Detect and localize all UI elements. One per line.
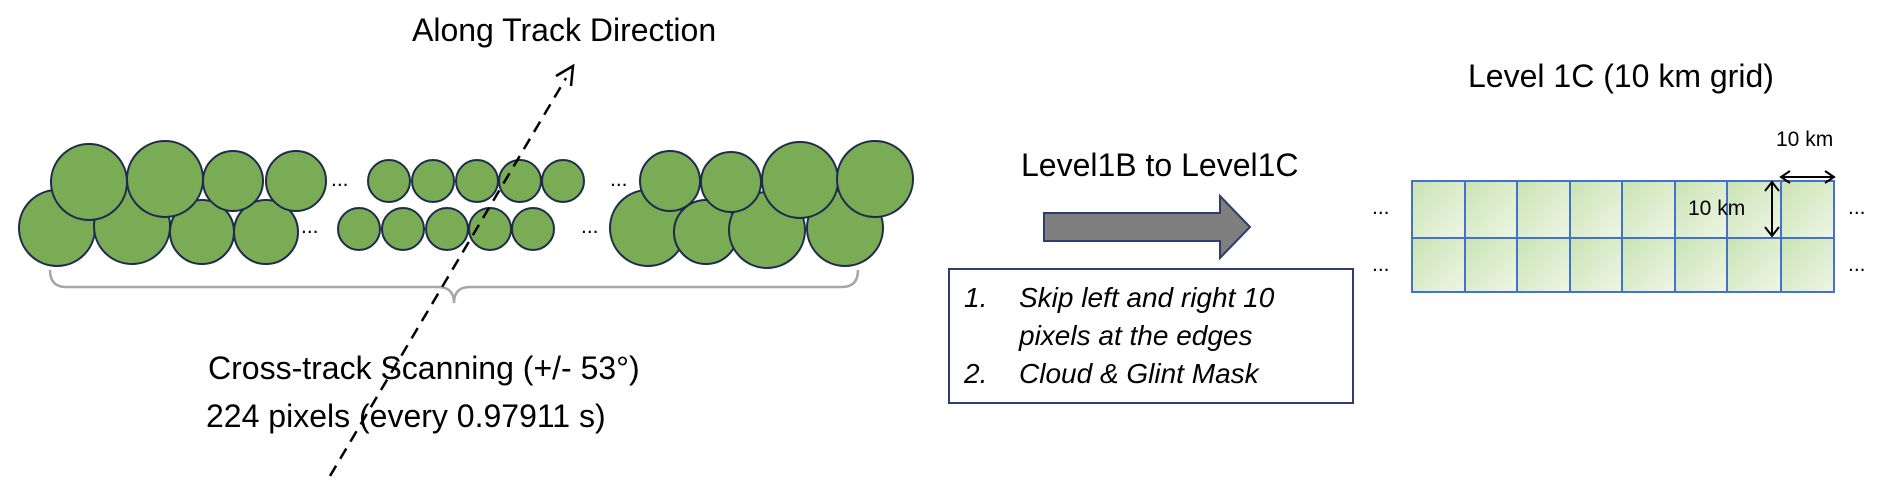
grid-title: Level 1C (10 km grid) bbox=[1468, 58, 1774, 94]
processing-steps-box: 1. Skip left and right 10 pixels at the … bbox=[948, 268, 1354, 404]
footprint-circle bbox=[411, 159, 455, 203]
ellipsis-top-1: ... bbox=[331, 168, 349, 191]
grid-cell bbox=[1726, 237, 1782, 293]
footprint-circle bbox=[381, 207, 425, 251]
grid-cell bbox=[1516, 237, 1571, 293]
cross-track-label: Cross-track Scanning (+/- 53°) bbox=[208, 350, 640, 386]
ellipsis-bottom-1: ... bbox=[301, 215, 319, 238]
footprint-circle bbox=[425, 207, 469, 251]
conversion-label: Level1B to Level1C bbox=[1021, 147, 1299, 183]
pixel-count-label: 224 pixels (every 0.97911 s) bbox=[206, 398, 606, 434]
along-track-arrow bbox=[328, 77, 568, 477]
footprint-circle bbox=[337, 207, 381, 251]
footprint-circle bbox=[541, 159, 585, 203]
along-track-arrowhead bbox=[555, 63, 575, 87]
conversion-arrow bbox=[1043, 193, 1252, 261]
footprint-circle bbox=[511, 207, 555, 251]
scan-footprints bbox=[18, 140, 914, 269]
footprint-circle bbox=[455, 159, 499, 203]
footprint-circle bbox=[202, 150, 264, 212]
km-horizontal-label: 10 km bbox=[1776, 128, 1834, 151]
step-1-text-line2: pixels at the edges bbox=[1019, 320, 1253, 351]
grid-cell bbox=[1569, 237, 1623, 293]
grid-cell bbox=[1621, 180, 1676, 239]
grid-cell bbox=[1674, 180, 1728, 239]
grid-ellipsis-left-top: ... bbox=[1372, 196, 1390, 219]
grid-ellipsis-left-bottom: ... bbox=[1372, 253, 1390, 276]
step-2-number: 2. bbox=[964, 358, 988, 389]
km-vertical-label: 10 km bbox=[1688, 197, 1746, 220]
grid-cell bbox=[1621, 237, 1676, 293]
footprint-circle bbox=[700, 151, 762, 213]
grid-cell bbox=[1464, 180, 1518, 239]
footprint-circle bbox=[265, 150, 327, 212]
grid-ellipsis-right-bottom: ... bbox=[1848, 253, 1866, 276]
footprint-circle bbox=[836, 140, 914, 218]
ellipsis-top-2: ... bbox=[610, 168, 628, 191]
grid-cell bbox=[1516, 180, 1571, 239]
along-track-label: Along Track Direction bbox=[412, 12, 717, 48]
footprint-circle bbox=[367, 159, 411, 203]
step-1-text-line1: Skip left and right 10 bbox=[1019, 282, 1275, 313]
footprint-circle bbox=[233, 199, 299, 265]
footprint-circle bbox=[50, 143, 128, 221]
km-vertical-arrow bbox=[1764, 180, 1780, 238]
grid-cell bbox=[1569, 180, 1623, 239]
grid-cell bbox=[1674, 237, 1728, 293]
step-1-number: 1. bbox=[964, 282, 988, 313]
grid-cell bbox=[1411, 237, 1466, 293]
grid-ellipsis-right-top: ... bbox=[1848, 196, 1866, 219]
grid-cell bbox=[1780, 180, 1835, 239]
footprint-circle bbox=[639, 150, 701, 212]
grid-cell bbox=[1464, 237, 1518, 293]
grid-cell bbox=[1780, 237, 1835, 293]
footprint-circle bbox=[761, 141, 839, 219]
step-2-text: Cloud & Glint Mask bbox=[1019, 358, 1259, 389]
grid-cell bbox=[1411, 180, 1466, 239]
scan-brace bbox=[48, 269, 860, 304]
footprint-circle bbox=[126, 140, 204, 218]
km-horizontal-arrow bbox=[1779, 170, 1836, 184]
level1c-grid bbox=[1411, 180, 1835, 293]
ellipsis-bottom-2: ... bbox=[581, 215, 599, 238]
